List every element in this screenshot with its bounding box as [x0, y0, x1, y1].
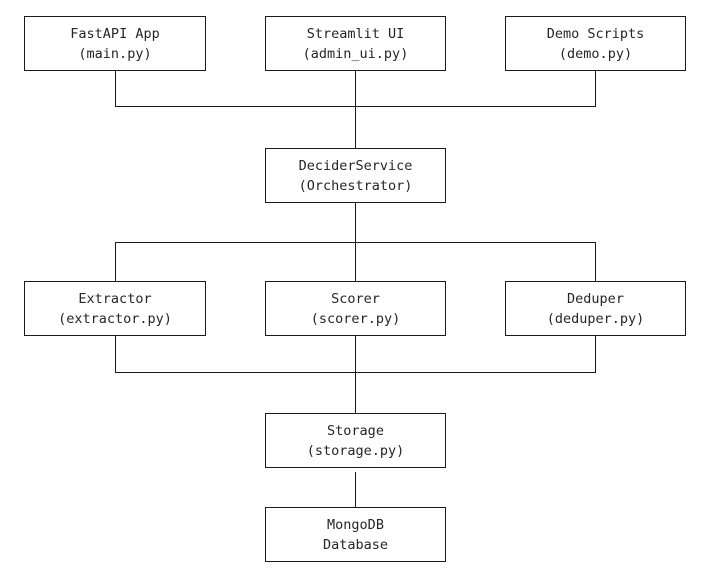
node-fastapi-app: FastAPI App (main.py): [24, 16, 206, 71]
node-subtitle: Database: [322, 536, 389, 553]
node-title: FastAPI App: [70, 25, 160, 42]
node-title: DeciderService: [298, 157, 413, 174]
node-subtitle: (storage.py): [306, 442, 405, 459]
node-title: Deduper: [567, 290, 624, 307]
connector-extractor-riser: [115, 242, 116, 282]
node-title: Demo Scripts: [546, 25, 645, 42]
node-title: Scorer: [331, 290, 380, 307]
node-subtitle: (admin_ui.py): [302, 45, 409, 62]
node-streamlit-ui: Streamlit UI (admin_ui.py): [265, 16, 446, 71]
node-extractor: Extractor (extractor.py): [24, 281, 206, 336]
connector-deduper-merge: [595, 336, 596, 373]
connector-fastapi-drop: [115, 71, 116, 107]
node-subtitle: (deduper.py): [546, 310, 645, 327]
node-deduper: Deduper (deduper.py): [505, 281, 686, 336]
connector-storage-to-mongodb: [355, 472, 356, 508]
node-subtitle: (scorer.py): [310, 310, 401, 327]
node-title: MongoDB: [327, 516, 384, 533]
node-mongodb: MongoDB Database: [265, 507, 446, 562]
connector-scorer-to-storage: [355, 336, 356, 414]
node-subtitle: (demo.py): [558, 45, 633, 62]
node-scorer: Scorer (scorer.py): [265, 281, 446, 336]
connector-demo-drop: [595, 71, 596, 107]
node-decider-service: DeciderService (Orchestrator): [265, 148, 446, 203]
connector-extractor-merge: [115, 336, 116, 373]
node-title: Storage: [327, 422, 384, 439]
node-demo-scripts: Demo Scripts (demo.py): [505, 16, 686, 71]
connector-deduper-riser: [595, 242, 596, 282]
node-subtitle: (extractor.py): [58, 310, 172, 327]
node-title: Streamlit UI: [306, 25, 405, 42]
node-subtitle: (Orchestrator): [298, 177, 413, 194]
node-title: Extractor: [78, 290, 152, 307]
connector-row3-bus: [115, 242, 596, 243]
node-subtitle: (main.py): [78, 45, 152, 62]
node-storage: Storage (storage.py): [265, 413, 446, 468]
connector-streamlit-to-decider: [355, 71, 356, 149]
